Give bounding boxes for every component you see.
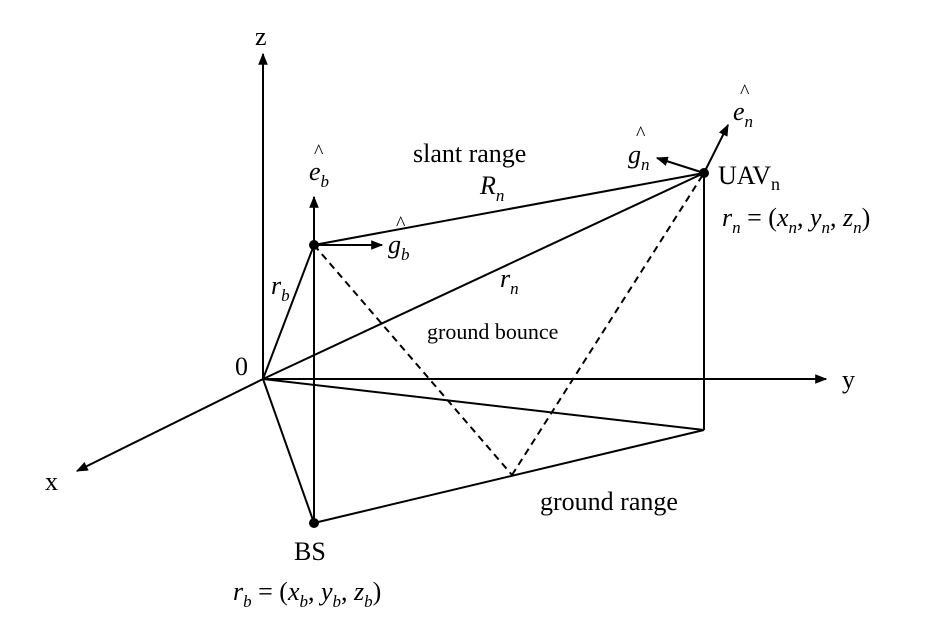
- slant-range-symbol: Rn: [479, 171, 504, 205]
- g-n-label: gn: [628, 140, 650, 174]
- origin-to-bs-ground-line: [262, 378, 315, 524]
- r-n-label: rn: [500, 264, 519, 298]
- slant-range-line: [313, 172, 705, 246]
- r-n-vector-line: [262, 172, 705, 380]
- e-b-hat: ^: [314, 141, 324, 163]
- ground-range-label: ground range: [540, 487, 678, 516]
- origin-to-uav-ground-line: [262, 378, 705, 431]
- e-n-label: en: [733, 97, 753, 131]
- e-b-label: eb: [309, 157, 329, 191]
- g-n-hat: ^: [636, 123, 646, 145]
- uav-label: UAVn: [718, 161, 780, 194]
- uav-point: [699, 168, 709, 178]
- origin-label: 0: [235, 352, 248, 381]
- r-b-label: rb: [271, 271, 290, 305]
- y-axis-label: y: [842, 365, 855, 394]
- uav-position-equation: rn = (xn, yn, zn): [722, 203, 870, 237]
- g-b-hat: ^: [396, 213, 406, 235]
- bs-position-equation: rb = (xb, yb, zb): [233, 577, 381, 611]
- slant-range-label: slant range: [413, 139, 526, 168]
- ground-range-line: [313, 429, 705, 524]
- bs-antenna-point: [309, 240, 319, 250]
- g-n-arrow: [655, 156, 705, 174]
- r-b-vector-line: [262, 244, 315, 380]
- x-axis-label: x: [45, 467, 58, 496]
- ground-bounce-incident: [313, 244, 513, 476]
- bs-ground-point: [309, 518, 319, 528]
- x-axis: [75, 378, 264, 472]
- ground-bounce-label: ground bounce: [427, 319, 558, 344]
- e-n-arrow: [703, 123, 729, 174]
- e-n-hat: ^: [740, 81, 750, 103]
- bs-label: BS: [294, 537, 326, 566]
- z-axis-label: z: [255, 22, 267, 51]
- g-b-label: gb: [388, 230, 410, 264]
